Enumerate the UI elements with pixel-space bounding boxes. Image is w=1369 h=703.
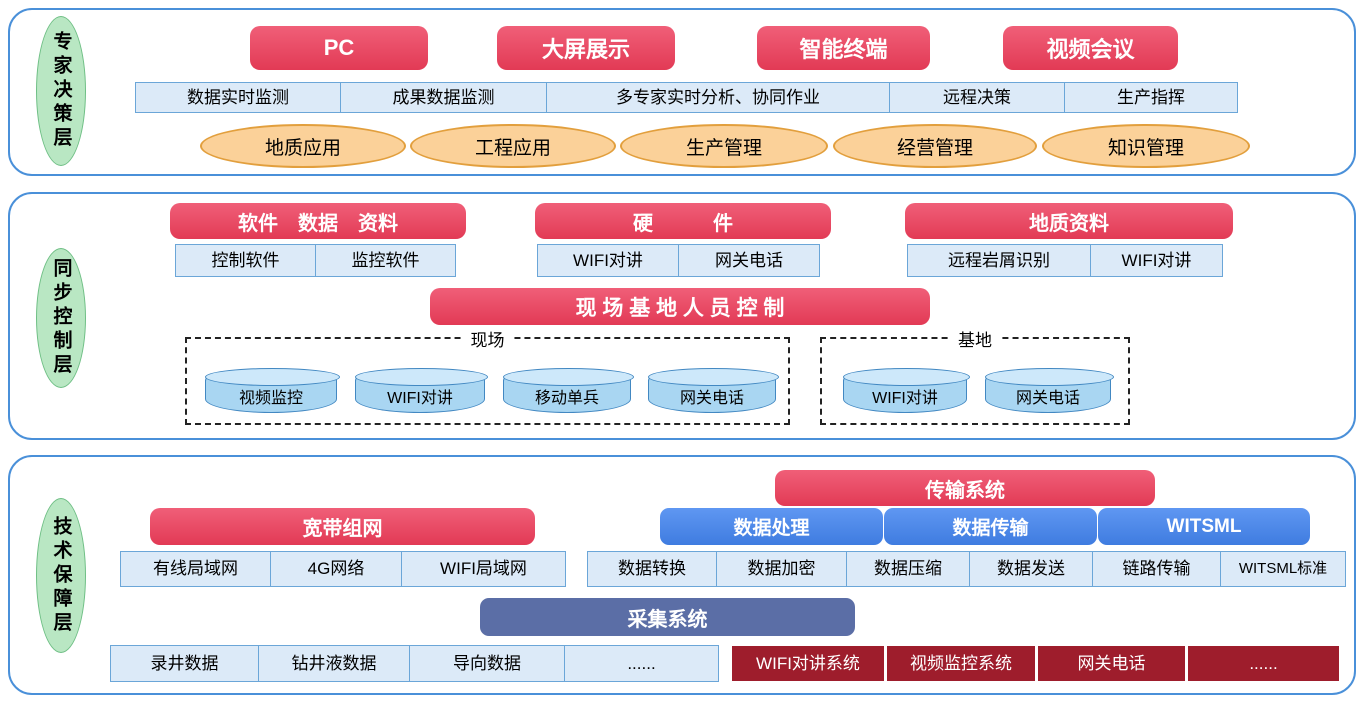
personnel-control-bar: 现 场 基 地 人 员 控 制 [430,288,930,325]
function-production-command: 生产指挥 [1064,82,1238,113]
item-monitor-software: 监控软件 [315,244,456,277]
system-wifi-intercom: WIFI对讲系统 [730,644,886,683]
group-title-hardware: 硬 件 [535,203,831,239]
site-device-video-monitor: 视频监控 [204,368,340,413]
base-device-gateway-phone: 网关电话 [984,368,1114,413]
base-device-wifi-intercom: WIFI对讲 [842,368,970,413]
app-operations: 经营管理 [833,124,1037,168]
app-production: 生产管理 [620,124,828,168]
device-label: WIFI对讲 [387,389,453,407]
terminal-video-conference: 视频会议 [1003,26,1178,70]
sync-layer-label: 同步控制层 [36,248,86,388]
site-device-wifi-intercom: WIFI对讲 [354,368,488,413]
network-wifi-lan: WIFI局域网 [401,551,566,587]
site-device-mobile-unit: 移动单兵 [502,368,634,413]
system-video-monitor: 视频监控系统 [885,644,1037,683]
group-title-geodata: 地质资料 [905,203,1233,239]
item-wifi-intercom-2: WIFI对讲 [1090,244,1223,277]
item-gateway-phone: 网关电话 [678,244,820,277]
system-gateway-phone: 网关电话 [1036,644,1187,683]
group-title-software: 软件 数据 资料 [170,203,466,239]
device-label: 网关电话 [679,389,744,407]
base-zone-label: 基地 [950,326,1000,351]
tech-layer-label: 技术保障层 [36,498,86,653]
transmission-system-title: 传输系统 [775,470,1155,506]
network-wired-lan: 有线局域网 [120,551,271,587]
terminal-big-screen: 大屏展示 [497,26,675,70]
item-wifi-intercom: WIFI对讲 [537,244,679,277]
terminal-pc: PC [250,26,428,70]
device-label: 视频监控 [238,389,303,407]
network-4g: 4G网络 [270,551,402,587]
system-more: ...... [1186,644,1341,683]
device-label: 移动单兵 [534,389,599,407]
site-zone-label: 现场 [462,326,513,351]
device-label: WIFI对讲 [872,389,938,407]
data-compression: 数据压缩 [846,551,970,587]
function-realtime-monitor: 数据实时监测 [135,82,341,113]
expert-layer-label: 专家决策层 [36,16,86,166]
device-label: 网关电话 [1015,389,1080,407]
header-data-transmission: 数据传输 [884,508,1097,545]
source-mud-logging-data: 录井数据 [110,645,259,682]
header-data-processing: 数据处理 [660,508,883,545]
function-multi-expert-analysis: 多专家实时分析、协同作业 [546,82,890,113]
item-remote-cuttings-id: 远程岩屑识别 [907,244,1091,277]
base-zone: 基地 [820,326,1130,425]
terminal-smart-device: 智能终端 [757,26,930,70]
link-transmission: 链路传输 [1092,551,1221,587]
function-remote-decision: 远程决策 [889,82,1065,113]
source-more: ...... [564,645,719,682]
source-steering-data: 导向数据 [409,645,565,682]
data-encryption: 数据加密 [716,551,847,587]
item-control-software: 控制软件 [175,244,316,277]
site-zone: 现场 [185,326,790,425]
app-geology: 地质应用 [200,124,406,168]
witsml-standard: WITSML标准 [1220,551,1346,587]
site-device-gateway-phone: 网关电话 [647,368,779,413]
app-engineering: 工程应用 [410,124,616,168]
data-conversion: 数据转换 [587,551,717,587]
collection-system-title: 采集系统 [480,598,855,636]
data-sending: 数据发送 [969,551,1093,587]
header-witsml: WITSML [1098,508,1310,545]
source-drilling-fluid-data: 钻井液数据 [258,645,410,682]
app-knowledge: 知识管理 [1042,124,1250,168]
broadband-network-title: 宽带组网 [150,508,535,545]
function-result-monitor: 成果数据监测 [340,82,547,113]
